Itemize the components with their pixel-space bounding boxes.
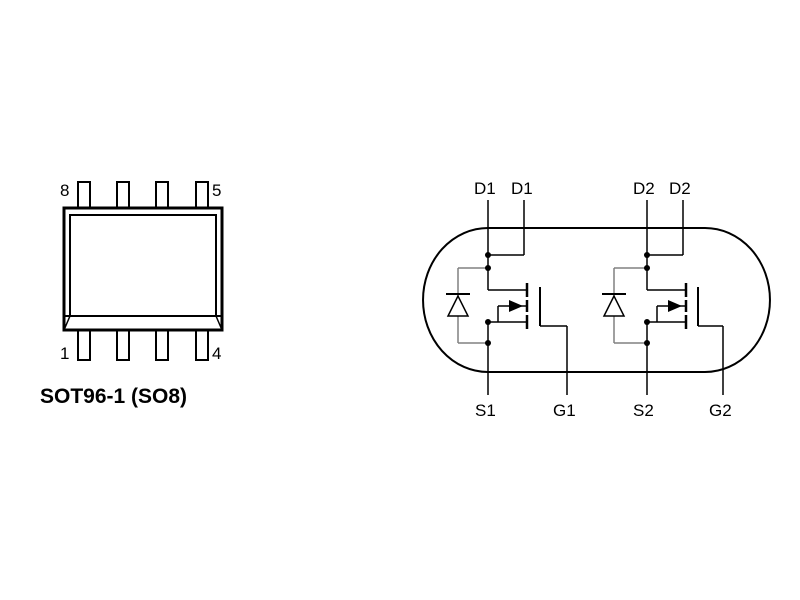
mosfet-2-diode [602,294,626,317]
symbol-outline [422,227,771,373]
pin-label-1: 1 [60,344,69,363]
node [644,252,650,258]
schematic-symbol [422,227,771,373]
package-name: SOT96-1 (SO8) [40,385,187,408]
terminal-g1: G1 [553,401,576,420]
node [485,265,491,271]
terminal-d1-b: D1 [511,179,533,198]
terminal-d2-a: D2 [633,179,655,198]
mosfet-2 [613,200,724,395]
terminal-d1-a: D1 [474,179,496,198]
pin-label-8: 8 [60,181,69,200]
mosfet-1-diode [446,294,470,317]
mosfet-1-arrow [509,300,523,312]
pin-label-4: 4 [212,344,221,363]
pin-1 [77,327,91,361]
node [644,340,650,346]
so8-package: 8 5 1 4 SOT96-1 (SO8) [40,181,224,408]
pin-4 [195,327,209,361]
pin-2 [116,327,130,361]
node [644,319,650,325]
mosfet-2-arrow [668,300,682,312]
terminal-g2: G2 [709,401,732,420]
terminal-s1: S1 [475,401,496,420]
node [485,252,491,258]
package-body [62,206,224,332]
terminal-d2-b: D2 [669,179,691,198]
node [485,319,491,325]
pin-label-5: 5 [212,181,221,200]
node [485,340,491,346]
terminal-s2: S2 [633,401,654,420]
pin-3 [155,327,169,361]
node [644,265,650,271]
